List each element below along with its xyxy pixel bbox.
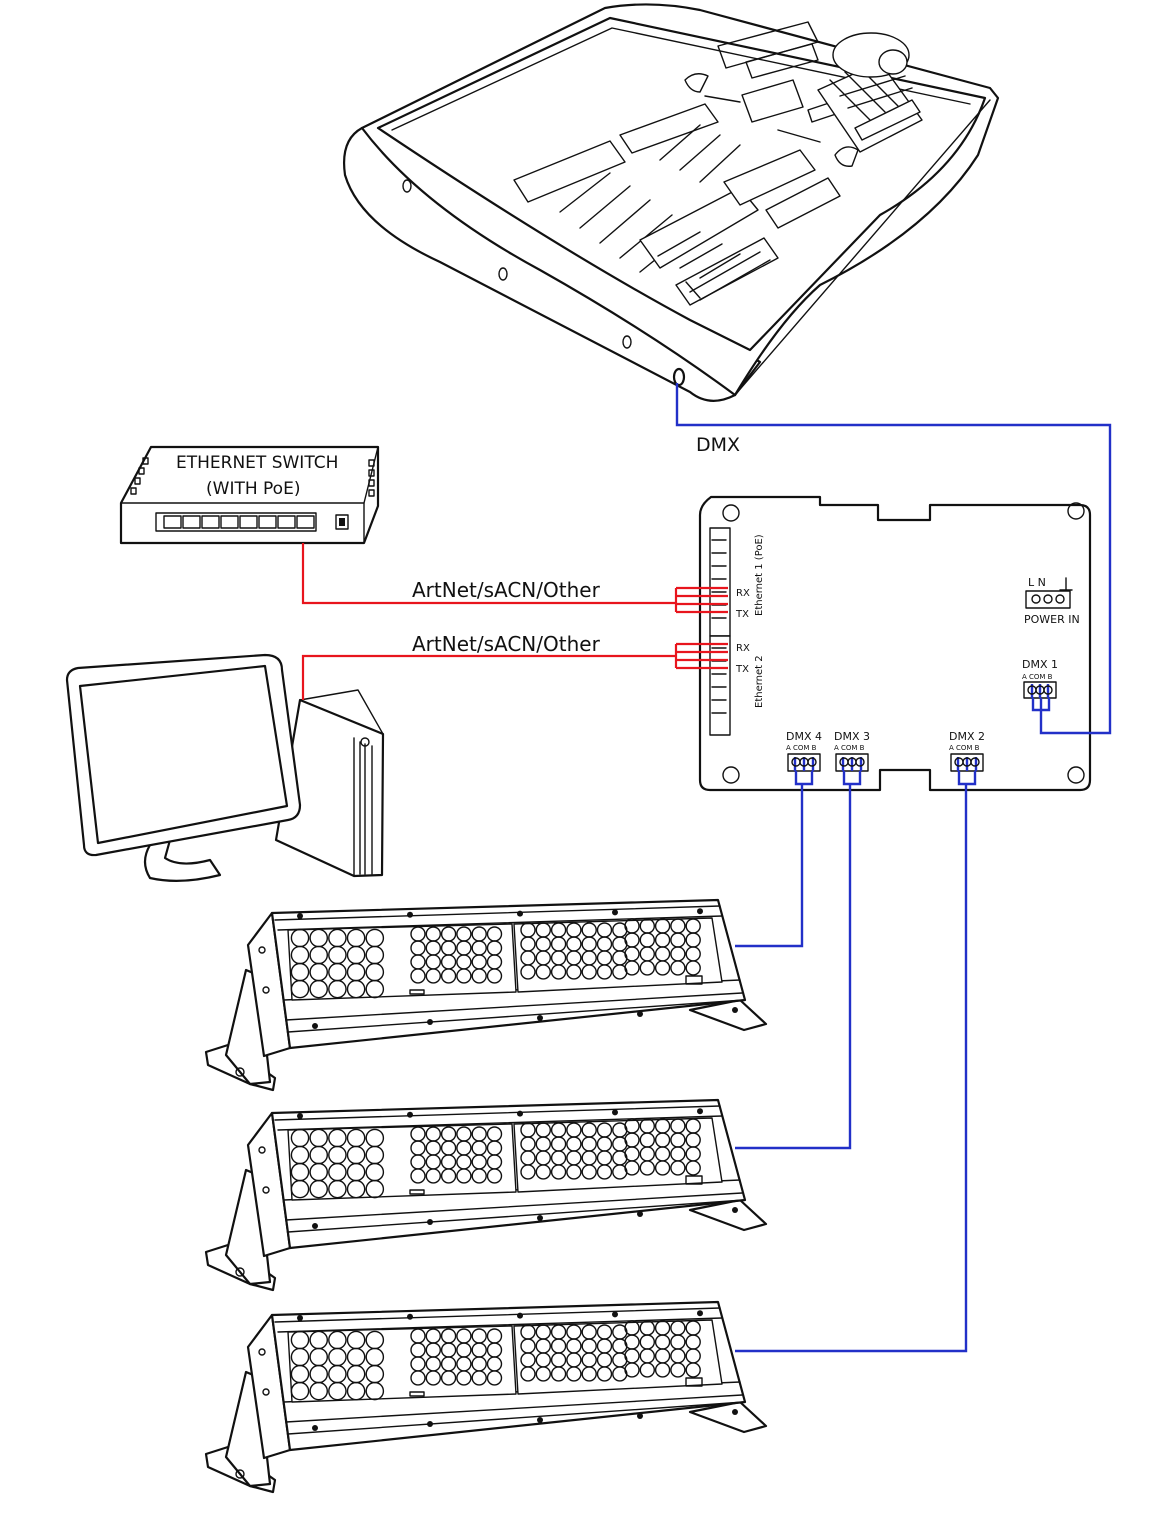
- tx-label-2: TX: [735, 664, 749, 675]
- rx-label-2: RX: [736, 643, 750, 654]
- dmx2-pins: A COM B: [949, 744, 980, 752]
- ethernet-cable-2: ArtNet/sACN/Other: [301, 632, 728, 700]
- lighting-console-icon: [343, 3, 1000, 402]
- dmx1-pins: A COM B: [1022, 673, 1053, 681]
- dmx-cable-fixture-3: [735, 757, 980, 1353]
- dmx3-pins: A COM B: [834, 744, 865, 752]
- console-dmx-label: DMX: [696, 434, 740, 456]
- ethernet-switch-icon: ETHERNET SWITCH (WITH PoE): [119, 445, 380, 545]
- dmx3-label: DMX 3: [834, 730, 870, 743]
- computer-icon: [65, 653, 385, 882]
- tx-label-1: TX: [735, 609, 749, 620]
- dmx-node-icon: RX TX RX TX Ethernet 1 (PoE) Ethernet 2 …: [698, 495, 1092, 792]
- ethernet-1-label: Ethernet 1 (PoE): [754, 534, 765, 616]
- power-in-label: POWER IN: [1024, 613, 1080, 626]
- dmx4-pins: A COM B: [786, 744, 817, 752]
- dmx1-label: DMX 1: [1022, 658, 1058, 671]
- dmx2-label: DMX 2: [949, 730, 985, 743]
- dmx-cable-fixture-1: [735, 757, 817, 948]
- dmx-cable-console: DMX: [675, 383, 1112, 735]
- dmx4-label: DMX 4: [786, 730, 822, 743]
- fixture-1: [204, 898, 768, 1092]
- rx-label-1: RX: [736, 588, 750, 599]
- switch-subtitle: (WITH PoE): [206, 479, 300, 499]
- power-pins-label: L N: [1028, 576, 1046, 589]
- ethernet-cable-1: ArtNet/sACN/Other: [301, 543, 728, 614]
- fixture-2: [204, 1098, 768, 1292]
- cable-2-label: ArtNet/sACN/Other: [412, 632, 601, 656]
- fixture-3: [204, 1300, 768, 1494]
- cable-1-label: ArtNet/sACN/Other: [412, 578, 601, 602]
- dmx-cable-fixture-2: [735, 757, 865, 1150]
- fixtures-group: [204, 898, 768, 1494]
- switch-title: ETHERNET SWITCH: [176, 453, 338, 473]
- ethernet-2-label: Ethernet 2: [754, 655, 765, 708]
